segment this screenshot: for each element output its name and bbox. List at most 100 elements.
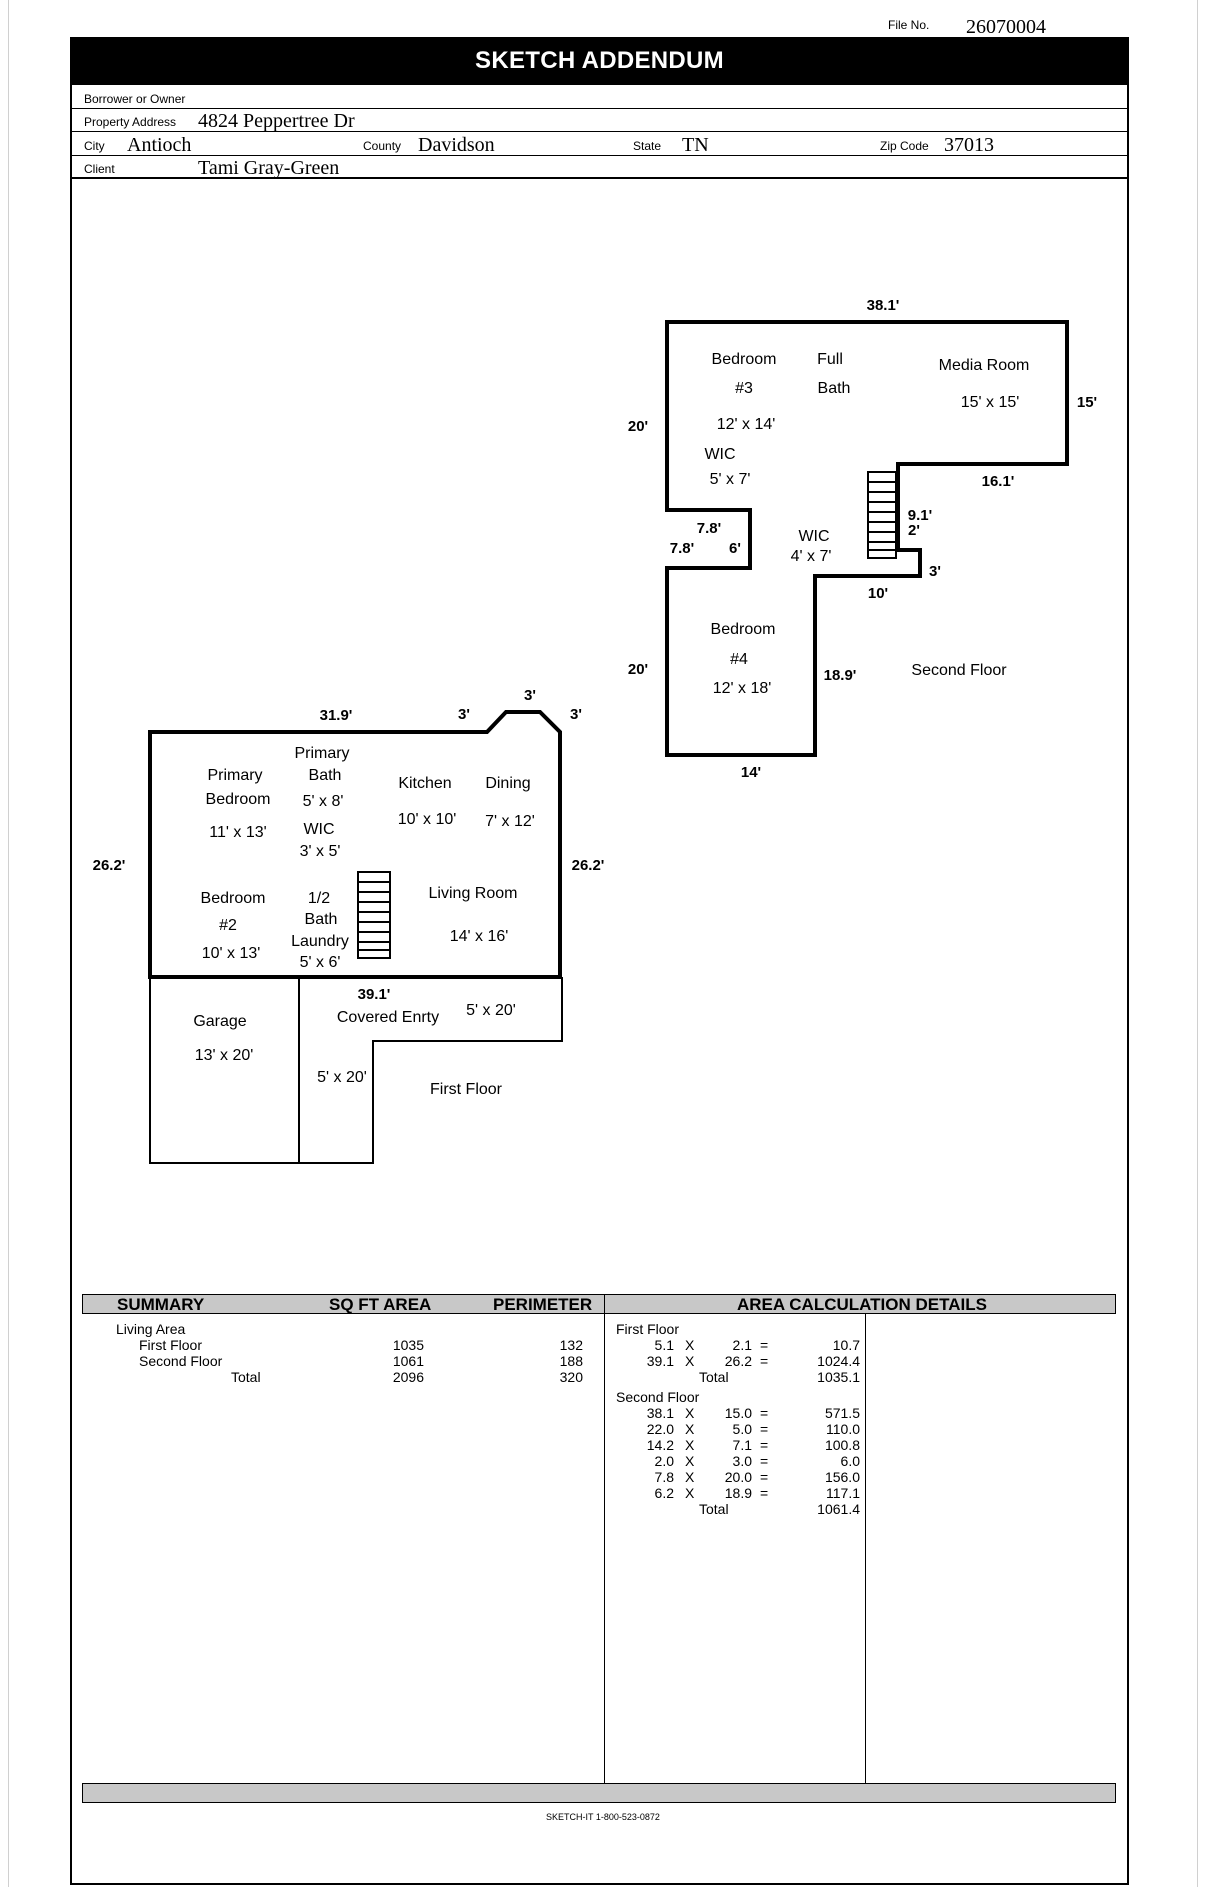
primary-bedroom-label-b: Bedroom — [206, 791, 271, 808]
dim-notch-top: 7.8' — [697, 520, 721, 537]
dining-label: Dining — [485, 775, 530, 792]
dim-second-left-top: 20' — [628, 418, 648, 435]
county-label: County — [363, 139, 402, 153]
dim-first-right: 26.2' — [572, 857, 605, 874]
wic2-size: 4' x 7' — [791, 548, 832, 565]
bedroom4-size: 12' x 18' — [713, 680, 772, 697]
calc-second-floor-label: Second Floor — [616, 1389, 700, 1405]
summary-second-floor-area: 1061 — [392, 1353, 424, 1369]
primary-bath-label-b: Bath — [309, 767, 342, 784]
dining-size: 7' x 12' — [485, 813, 535, 830]
wic-label: WIC — [303, 821, 334, 838]
full-bath-label-a: Full — [817, 351, 843, 368]
dim-first-top: 31.9' — [320, 707, 353, 724]
page-edge — [8, 0, 1198, 1887]
summary-total-area: 2096 — [392, 1369, 424, 1385]
wic1-size: 5' x 7' — [710, 471, 751, 488]
dim-first-top-a: 3' — [458, 706, 470, 723]
primary-bedroom-label-a: Primary — [207, 767, 262, 784]
file-no-label: File No. — [888, 18, 930, 32]
calc-first-floor-label: First Floor — [616, 1321, 679, 1337]
page-frame — [70, 37, 1129, 1885]
living-area-label: Living Area — [116, 1321, 186, 1337]
stairs-icon-first-floor — [357, 871, 391, 959]
living-room-label: Living Room — [429, 885, 518, 902]
covered-entry-size-b: 5' x 20' — [317, 1069, 367, 1086]
media-room-label: Media Room — [939, 357, 1030, 374]
summary-first-floor-area: 1035 — [392, 1337, 424, 1353]
county-value: Davidson — [418, 134, 495, 156]
dim-first-bottom: 39.1' — [358, 986, 391, 1003]
garage-size: 13' x 20' — [195, 1047, 254, 1064]
garage-label: Garage — [193, 1013, 246, 1030]
details-col-label: AREA CALCULATION DETAILS — [737, 1295, 987, 1314]
summary-header: SUMMARY SQ FT AREA PERIMETER AREA CALCUL… — [82, 1294, 1116, 1314]
state-label: State — [633, 139, 662, 153]
summary-total-perimeter: 320 — [559, 1369, 583, 1385]
dim-first-left: 26.2' — [93, 857, 126, 874]
dim-first-top-b: 3' — [524, 687, 536, 704]
address-label: Property Address — [84, 115, 177, 129]
kitchen-size: 10' x 10' — [398, 811, 457, 828]
file-no-value: 26070004 — [966, 16, 1046, 38]
half-bath-label-b: Bath — [305, 911, 338, 928]
covered-entry-outline — [299, 977, 563, 1164]
laundry-size: 5' x 6' — [300, 954, 341, 971]
zip-label: Zip Code — [880, 139, 929, 153]
bedroom3-size: 12' x 14' — [717, 416, 776, 433]
media-room-size: 15' x 15' — [961, 394, 1020, 411]
bedroom4-label-a: Bedroom — [711, 621, 776, 638]
garage-outline — [149, 977, 300, 1164]
header-bottom-rule — [72, 177, 1127, 179]
primary-bath-size: 5' x 8' — [303, 793, 344, 810]
sketch-credit: SKETCH-IT 1-800-523-0872 — [546, 1812, 660, 1822]
dim-first-top-c: 3' — [570, 706, 582, 723]
borrower-label: Borrower or Owner — [84, 92, 186, 106]
bedroom2-label-a: Bedroom — [201, 890, 266, 907]
kitchen-label: Kitchen — [398, 775, 451, 792]
primary-bedroom-size: 11' x 13' — [209, 824, 266, 841]
summary-footer-bar — [82, 1783, 1116, 1803]
covered-entry-size-a: 5' x 20' — [466, 1002, 516, 1019]
summary-first-floor-label: First Floor — [139, 1337, 202, 1353]
summary-col-label: SUMMARY — [117, 1295, 205, 1314]
living-room-size: 14' x 16' — [450, 928, 509, 945]
second-floor-label: Second Floor — [911, 662, 1007, 679]
dim-second-left-bottom: 20' — [628, 661, 648, 678]
page-title: SKETCH ADDENDUM — [70, 37, 1129, 85]
state-value: TN — [682, 134, 709, 156]
dim-second-top: 38.1' — [867, 297, 900, 314]
dim-notch-right: 6' — [729, 540, 741, 557]
bedroom3-label-a: Bedroom — [712, 351, 777, 368]
first-floor-outline — [148, 710, 562, 979]
floor-plan-sketch: Bedroom #3 12' x 14' Full Bath Media Roo… — [93, 297, 1097, 1164]
client-row: Client Tami Gray-Green — [72, 156, 1127, 179]
summary-second-floor-perimeter: 188 — [559, 1353, 583, 1369]
bedroom2-label-b: #2 — [219, 917, 237, 934]
summary-divider — [604, 1294, 605, 1783]
address-row: Property Address 4824 Peppertree Dr — [72, 109, 1127, 132]
perimeter-col-label: PERIMETER — [493, 1295, 593, 1314]
borrower-row: Borrower or Owner — [72, 85, 1127, 109]
summary-first-floor-perimeter: 132 — [559, 1337, 583, 1353]
client-label: Client — [84, 162, 115, 176]
dim-stair-d: 10' — [868, 585, 888, 602]
dim-second-right-bottom: 18.9' — [824, 667, 857, 684]
wic1-label: WIC — [704, 446, 735, 463]
dim-second-step: 16.1' — [982, 473, 1015, 490]
client-value: Tami Gray-Green — [198, 157, 340, 179]
summary-total-label: Total — [231, 1369, 261, 1385]
wic-size: 3' x 5' — [300, 843, 341, 860]
first-floor-label: First Floor — [430, 1081, 503, 1098]
stairs-icon-second-floor — [867, 471, 897, 559]
dim-second-bottom: 14' — [741, 764, 761, 781]
area-col-label: SQ FT AREA — [329, 1295, 432, 1314]
bedroom3-label-b: #3 — [735, 380, 753, 397]
summary-second-floor-label: Second Floor — [139, 1353, 223, 1369]
full-bath-label-b: Bath — [818, 380, 851, 397]
bedroom2-size: 10' x 13' — [202, 945, 261, 962]
covered-entry-label: Covered Enrty — [337, 1009, 439, 1026]
city-row: City Antioch County Davidson State TN Zi… — [72, 132, 1127, 156]
city-label: City — [84, 139, 105, 153]
primary-bath-label-a: Primary — [294, 745, 349, 762]
